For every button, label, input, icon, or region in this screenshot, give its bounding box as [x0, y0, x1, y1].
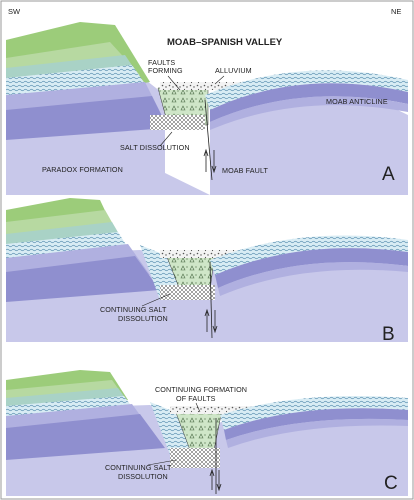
fault-arrow-up-a	[203, 148, 209, 172]
faults-forming-2: FORMING	[148, 66, 183, 75]
anticline-light-c	[226, 418, 408, 448]
valley-title: MOAB–SPANISH VALLEY	[167, 37, 283, 48]
leader-lines	[141, 75, 225, 466]
panel-letter-a: A	[382, 164, 395, 185]
leader-salt-b	[141, 293, 171, 307]
leader-alluvium	[214, 75, 225, 85]
panel-c: CONTINUING FORMATION OF FAULTS CONTINUIN…	[6, 370, 408, 496]
leader-salt-a	[159, 131, 173, 147]
anticline-label: MOAB ANTICLINE	[326, 97, 388, 106]
continuing-salt-c-1: CONTINUING SALT	[105, 463, 172, 472]
continuing-salt-b-2: DISSOLUTION	[118, 314, 168, 323]
leader-faults-forming	[167, 75, 181, 91]
stratum-darkpurple-b	[6, 256, 160, 302]
ne-label: NE	[391, 7, 401, 16]
stratum-darkpurple-c	[6, 414, 165, 460]
continuing-salt-b-1: CONTINUING SALT	[100, 305, 167, 314]
fault-arrow-down-b	[212, 310, 218, 334]
fault-arrow-down-c	[216, 470, 222, 492]
sw-label: SW	[8, 7, 21, 16]
panel-letter-b: B	[382, 324, 395, 345]
continuing-faults-c-2: OF FAULTS	[176, 394, 216, 403]
anticline-purple-c	[224, 408, 408, 440]
salt-dissolution-label: SALT DISSOLUTION	[120, 143, 190, 152]
tilted-block-c	[150, 402, 200, 460]
fault-arrow-down-a	[211, 150, 217, 174]
faults-forming-1: FAULTS	[148, 58, 175, 67]
alluvium-label: ALLUVIUM	[215, 66, 252, 75]
anticline-light-b	[218, 262, 408, 296]
anticline-light-a	[210, 96, 408, 130]
panel-letter-c: C	[384, 473, 398, 494]
stratum-darkpurple-a	[6, 96, 168, 140]
paradox-label: PARADOX FORMATION	[42, 165, 123, 174]
anticline-purple-b	[215, 248, 408, 288]
anticline-purple-a	[210, 83, 408, 122]
leader-salt-c	[147, 459, 177, 466]
moab-fault-label: MOAB FAULT	[222, 166, 269, 175]
fault-line-b	[209, 261, 213, 339]
panel-a: MOAB–SPANISH VALLEY FAULTS FORMING ALLUV…	[6, 22, 408, 195]
continuing-faults-c-1: CONTINUING FORMATION	[155, 385, 247, 394]
anticline-dots-c	[220, 396, 408, 430]
salt-a	[150, 115, 205, 130]
moab-fault-line-a	[204, 99, 213, 181]
fault-arrow-up-c	[209, 468, 215, 490]
fault-arrow-up-b	[204, 308, 210, 332]
anticline-dots-b	[210, 235, 408, 275]
panel-b: CONTINUING SALT DISSOLUTION B	[6, 198, 408, 345]
salt-c	[170, 448, 220, 468]
salt-b	[160, 285, 215, 300]
leader-faults-c	[195, 402, 201, 413]
anticline-dots-a	[205, 70, 408, 110]
continuing-salt-c-2: DISSOLUTION	[118, 472, 168, 481]
